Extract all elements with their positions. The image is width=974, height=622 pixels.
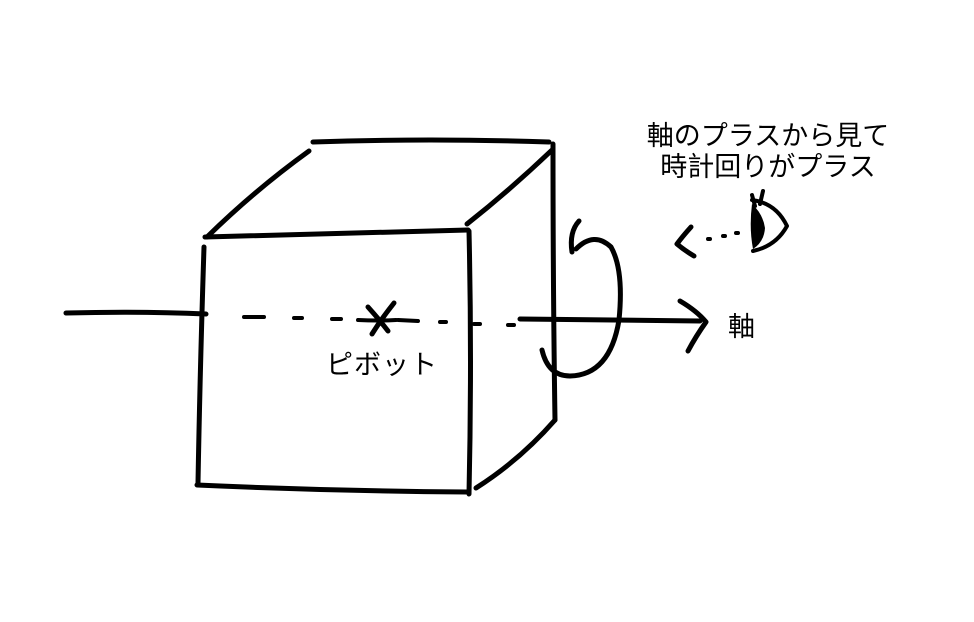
axis-label: 軸 <box>728 312 755 343</box>
cube-top-front-edge <box>202 227 471 240</box>
axis-line-right <box>517 316 703 324</box>
pivot-label: ピボット <box>326 350 438 381</box>
rotation-arrow-icon <box>539 218 623 379</box>
eye-icon <box>750 189 789 253</box>
axis-dash <box>396 318 420 323</box>
cube-front-bottom-edge <box>194 482 470 495</box>
pivot-x-icon <box>356 300 398 337</box>
axis-arrowhead-icon <box>677 298 709 354</box>
cube-top-right-edge <box>464 147 555 227</box>
rotation-rule-note: 軸のプラスから見て 時計回りがプラス <box>628 121 908 183</box>
line-of-sight-icon <box>674 224 740 259</box>
cube-top-left-edge <box>204 148 312 240</box>
cube-front-left-edge <box>195 244 207 486</box>
cube-front-right-edge <box>466 228 473 497</box>
cube-top-back-edge <box>310 137 552 145</box>
note-line-1: 軸のプラスから見て <box>646 121 890 152</box>
axis-line-left <box>63 309 209 317</box>
hidden-axis-dashes <box>242 315 516 327</box>
cube-side-back-edge <box>550 141 558 423</box>
cube <box>194 137 558 497</box>
note-line-2: 時計回りがプラス <box>660 152 876 183</box>
cube-side-bottom-edge <box>473 417 558 491</box>
